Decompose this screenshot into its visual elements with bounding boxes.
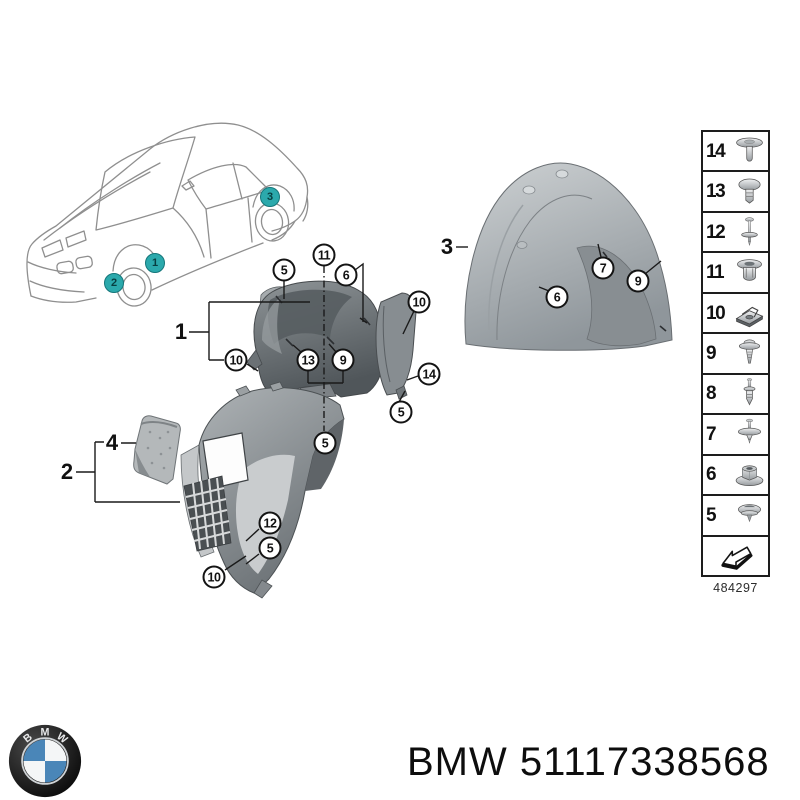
legend-row-6: 6 (703, 456, 768, 497)
legend-number: 6 (706, 464, 717, 486)
blind-rivet-nut-icon (731, 254, 768, 291)
callout-5: 5 (258, 536, 282, 560)
direction-arrow-icon (714, 537, 758, 574)
callout-10: 10 (224, 348, 248, 372)
cage-nut-icon (731, 295, 768, 332)
legend-number: 12 (706, 221, 726, 243)
assembly-label-3: 3 (440, 234, 454, 259)
drawing-number: 484297 (713, 581, 758, 595)
legend-row-12: 12 (703, 213, 768, 254)
callout-6: 6 (334, 263, 358, 287)
dome-head-rivet-icon (731, 173, 768, 210)
flange-nut-icon (731, 456, 768, 493)
part-number-text: BMW 51117338568 (407, 740, 770, 784)
legend-number: 11 (706, 262, 725, 284)
leader-lines (76, 243, 662, 571)
part3-rear-wheelhouse-drawing (464, 162, 673, 351)
part2-front-arch-liner-drawing (180, 381, 345, 599)
callout-5: 5 (389, 400, 413, 424)
legend-row-14: 14 (703, 132, 768, 173)
expansion-rivet-icon (731, 375, 768, 412)
push-clip-icon (731, 497, 768, 534)
legend-row-11: 11 (703, 253, 768, 294)
assembly-label-4: 4 (105, 430, 119, 455)
svg-text:M: M (41, 727, 50, 739)
bmw-logo: B M W (6, 722, 84, 800)
assembly-label-2: 2 (60, 459, 74, 484)
legend-row-9: 9 (703, 334, 768, 375)
legend-row-direction (703, 537, 768, 575)
fastener-legend: 14 13 12 (701, 130, 770, 577)
callout-10: 10 (202, 565, 226, 589)
legend-number: 7 (706, 423, 717, 445)
car-overview-drawing (26, 122, 309, 307)
legend-number: 13 (706, 181, 726, 203)
callout-9: 9 (331, 348, 355, 372)
legend-number: 9 (706, 342, 717, 364)
car-marker-3: 3 (260, 187, 280, 207)
callout-5: 5 (272, 258, 296, 282)
self-tapping-screw-icon (731, 335, 768, 372)
washer-rivet-icon (731, 416, 768, 453)
callout-11: 11 (312, 243, 336, 267)
callout-5: 5 (313, 431, 337, 455)
legend-row-10: 10 (703, 294, 768, 335)
legend-number: 5 (706, 504, 717, 526)
flat-head-rivet-icon (731, 133, 768, 170)
legend-number: 8 (706, 383, 717, 405)
part4-cover-pad-drawing (133, 415, 181, 485)
callout-12: 12 (258, 511, 282, 535)
expanding-rivet-icon (731, 214, 768, 251)
legend-row-5: 5 (703, 496, 768, 537)
legend-row-7: 7 (703, 415, 768, 456)
car-marker-2: 2 (104, 273, 124, 293)
callout-9: 9 (626, 269, 650, 293)
legend-number: 10 (706, 302, 726, 324)
assembly-label-1: 1 (174, 319, 188, 344)
callout-10: 10 (407, 290, 431, 314)
callout-14: 14 (417, 362, 441, 386)
callout-13: 13 (296, 348, 320, 372)
car-marker-1: 1 (145, 253, 165, 273)
legend-number: 14 (706, 140, 726, 162)
part1-rear-arch-liner-drawing (246, 280, 417, 400)
callout-7: 7 (591, 256, 615, 280)
legend-row-13: 13 (703, 172, 768, 213)
callout-6: 6 (545, 285, 569, 309)
legend-row-8: 8 (703, 375, 768, 416)
